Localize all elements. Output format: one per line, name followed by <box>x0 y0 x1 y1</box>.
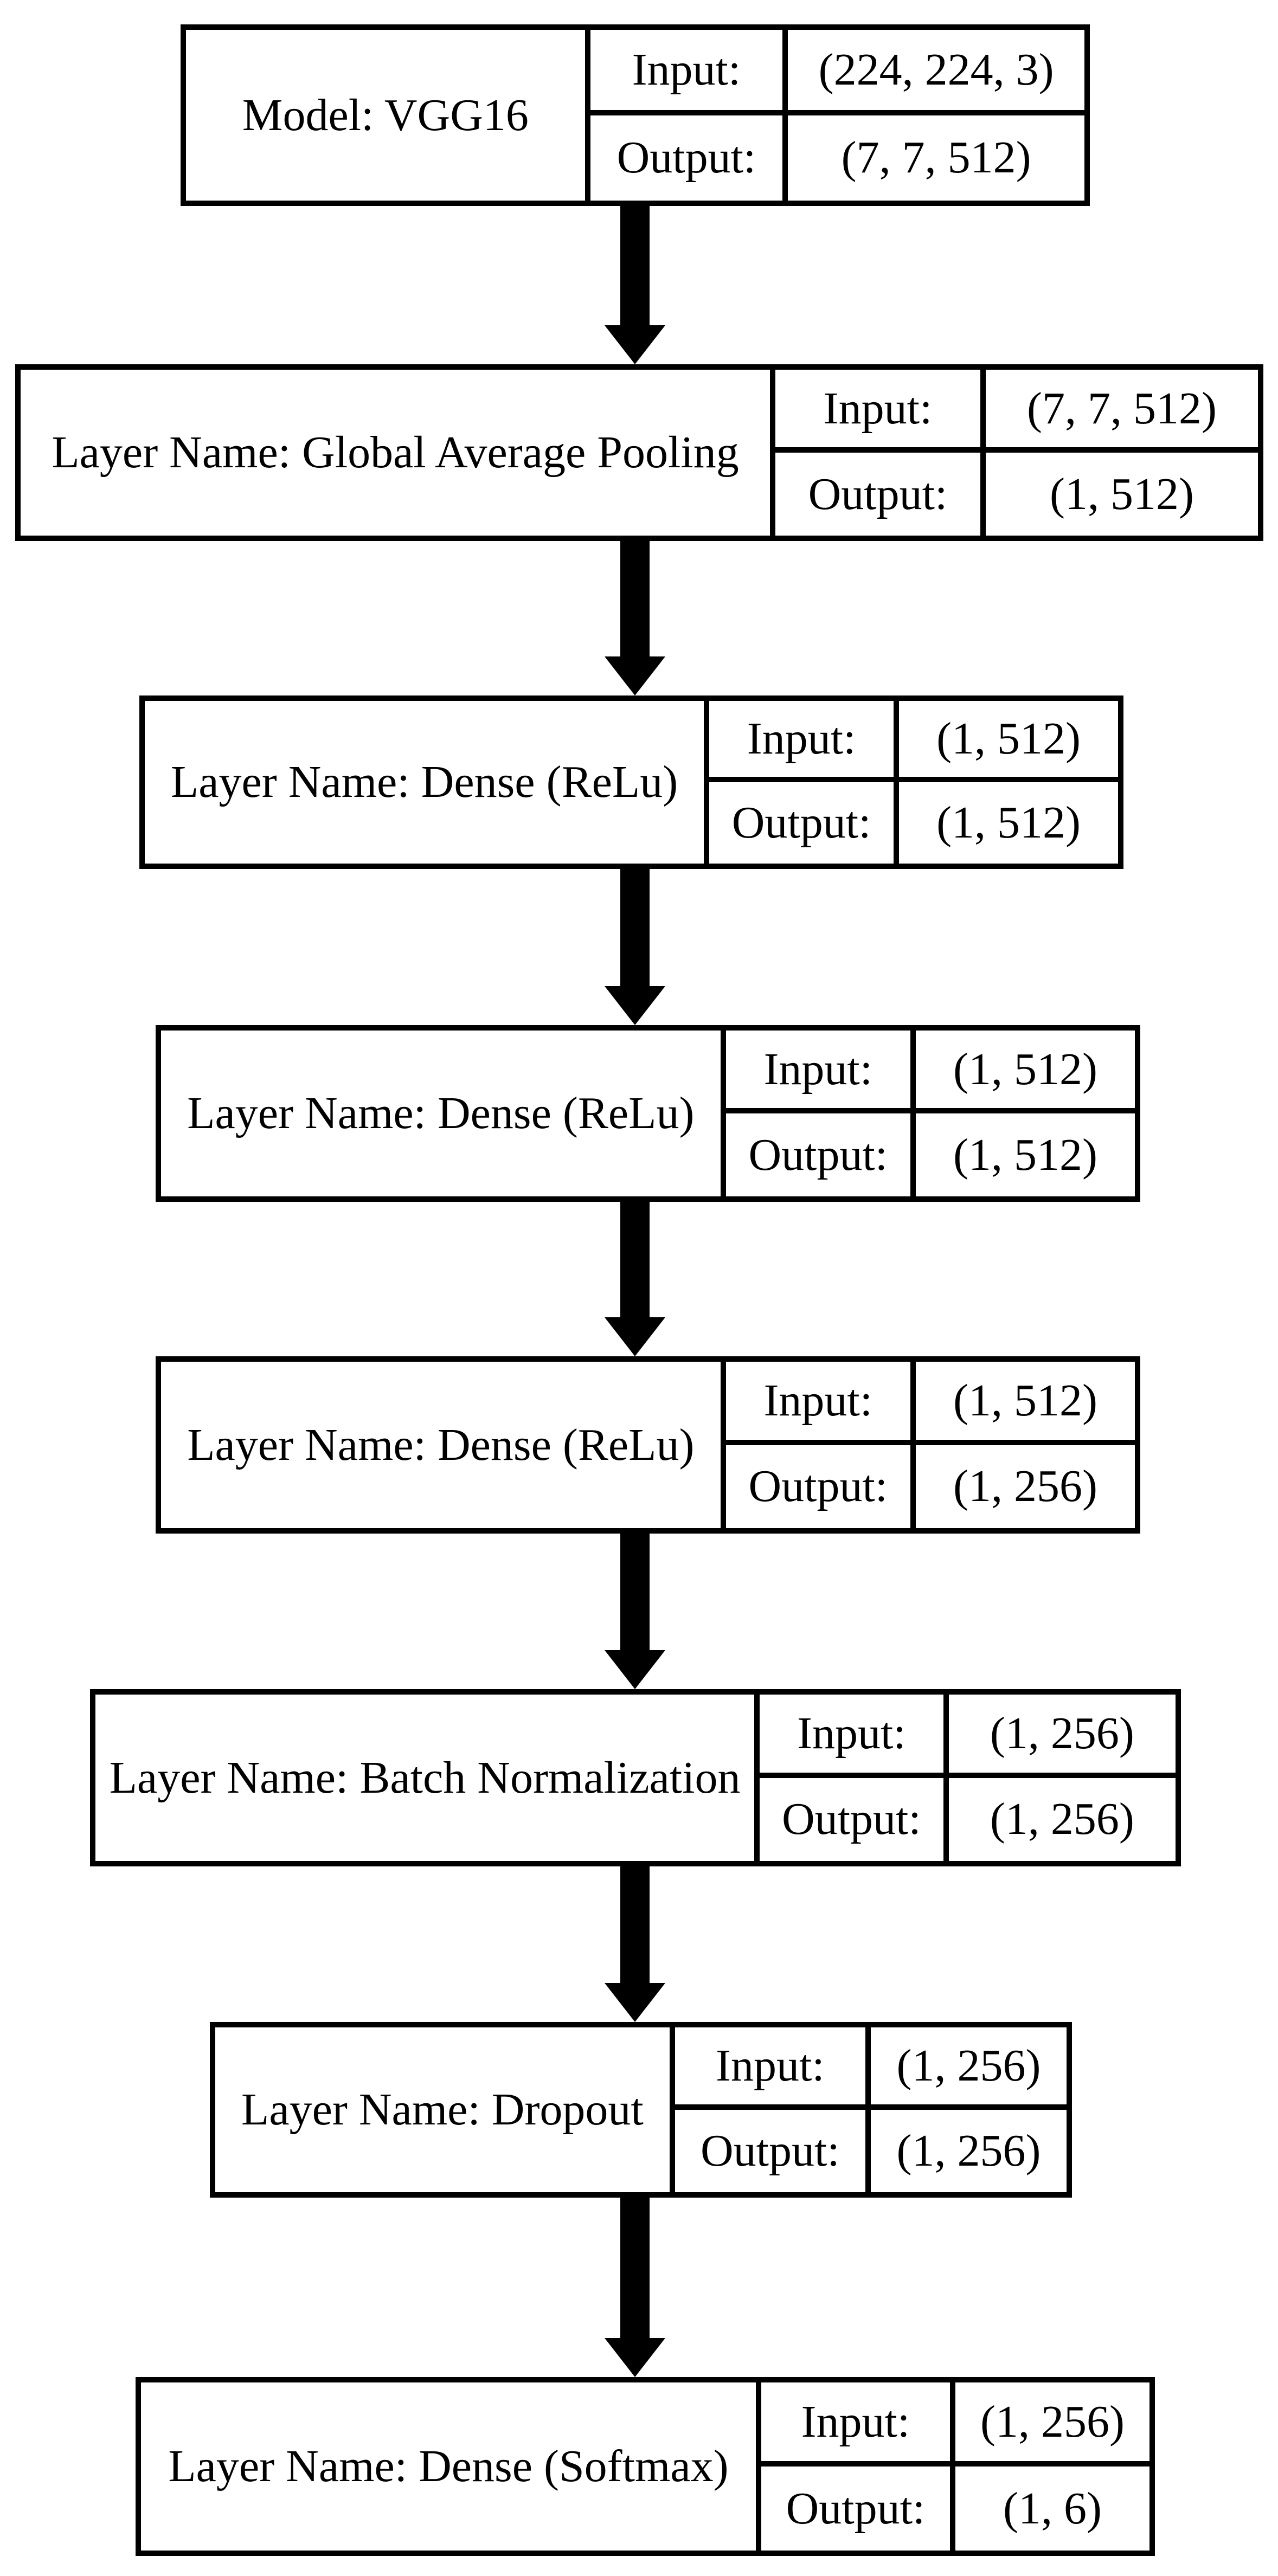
arrow-head <box>605 2338 665 2377</box>
layer-name-label: Layer Name: Batch Normalization <box>95 1695 760 1861</box>
arrow-down-icon <box>605 1202 665 1356</box>
arrow-down-icon <box>605 541 665 695</box>
output-shape-value: (1, 256) <box>990 1794 1134 1845</box>
input-shape-value: (1, 512) <box>915 1362 1135 1445</box>
output-shape-value: (7, 7, 512) <box>841 132 1031 183</box>
arrow-stem <box>620 869 650 986</box>
arrow-down-icon <box>605 1534 665 1689</box>
input-label: Input: <box>725 1362 916 1445</box>
block-dense-relu-3: Layer Name: Dense (ReLu) Input: (1, 512)… <box>156 1356 1140 1534</box>
arrow-head <box>605 986 665 1025</box>
layer-name-label: Model: VGG16 <box>186 30 590 201</box>
output-label: Output: <box>675 2110 871 2192</box>
output-label: Output: <box>709 782 900 864</box>
input-shape-value: (224, 224, 3) <box>788 30 1084 115</box>
layer-name-label: Layer Name: Dense (ReLu) <box>145 701 710 864</box>
input-label: Input: <box>761 2382 955 2466</box>
block-dense-softmax: Layer Name: Dense (Softmax) Input: (1, 2… <box>136 2377 1155 2556</box>
input-label: Input: <box>709 701 900 782</box>
input-shape-value: (1, 512) <box>915 1031 1135 1113</box>
arrow-stem <box>620 2198 650 2338</box>
output-shape-value: (1, 512) <box>1050 468 1194 519</box>
arrow-down-icon <box>605 1866 665 2022</box>
block-dropout: Layer Name: Dropout Input: (1, 256) Outp… <box>210 2022 1072 2198</box>
input-shape-value: (1, 256) <box>948 1695 1176 1778</box>
input-label: Input: <box>760 1695 949 1778</box>
output-label: Output: <box>590 115 788 201</box>
output-shape-value: (1, 256) <box>896 2126 1041 2176</box>
layer-name-label: Layer Name: Dense (ReLu) <box>161 1031 726 1196</box>
output-shape-value: (1, 256) <box>953 1461 1097 1512</box>
output-label: Output: <box>760 1778 949 1861</box>
input-shape-value: (1, 256) <box>955 2382 1149 2466</box>
block-model-vgg16: Model: VGG16 Input: (224, 224, 3) Output… <box>181 24 1090 206</box>
output-label: Output: <box>775 453 986 536</box>
input-label: Input: <box>775 370 986 453</box>
input-label: Input: <box>590 30 788 115</box>
arrow-stem <box>620 541 650 656</box>
layer-name-label: Layer Name: Dense (Softmax) <box>141 2382 761 2551</box>
block-dense-relu-1: Layer Name: Dense (ReLu) Input: (1, 512)… <box>139 695 1123 869</box>
arrow-stem <box>620 1202 650 1317</box>
input-label: Input: <box>675 2027 871 2110</box>
layer-name-label: Layer Name: Dense (ReLu) <box>161 1362 726 1528</box>
block-global-average-pooling: Layer Name: Global Average Pooling Input… <box>15 364 1263 541</box>
arrow-stem <box>620 1534 650 1650</box>
arrow-stem <box>620 206 650 325</box>
arrow-head <box>605 1983 665 2022</box>
input-shape-value: (7, 7, 512) <box>985 370 1258 453</box>
input-shape-value: (1, 512) <box>899 701 1118 782</box>
arrow-down-icon <box>605 869 665 1025</box>
block-batch-normalization: Layer Name: Batch Normalization Input: (… <box>90 1689 1181 1866</box>
arrow-down-icon <box>605 206 665 364</box>
layer-name-label: Layer Name: Dropout <box>215 2027 675 2192</box>
block-dense-relu-2: Layer Name: Dense (ReLu) Input: (1, 512)… <box>156 1025 1140 1202</box>
output-shape-value: (1, 6) <box>1003 2483 1102 2534</box>
output-label: Output: <box>726 1113 916 1196</box>
input-label: Input: <box>725 1031 916 1113</box>
output-shape-value: (1, 512) <box>936 797 1081 848</box>
arrow-head <box>605 656 665 695</box>
layer-name-label: Layer Name: Global Average Pooling <box>21 370 776 536</box>
arrow-head <box>605 325 665 364</box>
arrow-stem <box>620 1866 650 1983</box>
arrow-head <box>605 1650 665 1689</box>
input-shape-value: (1, 256) <box>870 2027 1067 2110</box>
output-shape-value: (1, 512) <box>953 1129 1097 1180</box>
arrow-head <box>605 1317 665 1356</box>
output-label: Output: <box>761 2466 955 2551</box>
output-label: Output: <box>726 1445 916 1528</box>
arrow-down-icon <box>605 2198 665 2377</box>
